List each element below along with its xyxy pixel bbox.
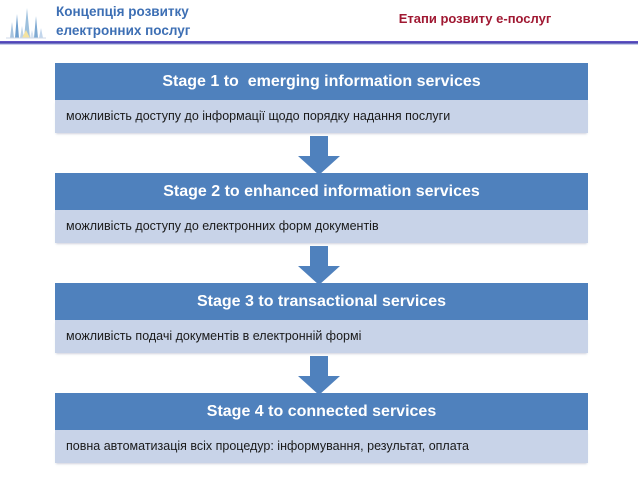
brand-title-line-2: електронних послуг [56, 23, 191, 38]
header-divider [0, 41, 638, 44]
stage-description-3: можливість подачі документів в електронн… [55, 320, 588, 353]
stage-description-1: можливість доступу до інформації щодо по… [55, 100, 588, 133]
brand-title-line-1: Концепція розвитку [56, 4, 189, 19]
stage-block-3: Stage 3 to transactional services можлив… [55, 283, 588, 353]
stage-block-1: Stage 1 to emerging information services… [55, 63, 588, 133]
arrow-down-icon [297, 136, 341, 176]
arrow-down-icon [297, 246, 341, 286]
stage-description-4: повна автоматизація всіх процедур: інфор… [55, 430, 588, 463]
stage-block-4: Stage 4 to connected services повна авто… [55, 393, 588, 463]
arrow-down-icon [297, 356, 341, 396]
brand-title: Концепція розвитку електронних послуг [56, 2, 316, 40]
chart-bars-logo-icon [6, 4, 46, 40]
stage-title-3: Stage 3 to transactional services [55, 283, 588, 320]
stage-title-4: Stage 4 to connected services [55, 393, 588, 430]
slide-header: Концепція розвитку електронних послуг Ет… [0, 0, 638, 45]
stage-title-2: Stage 2 to enhanced information services [55, 173, 588, 210]
header-divider-shadow [0, 44, 638, 45]
slide-title: Етапи розвиту е-послуг [398, 11, 552, 26]
stage-block-2: Stage 2 to enhanced information services… [55, 173, 588, 243]
stage-description-2: можливість доступу до електронних форм д… [55, 210, 588, 243]
stage-title-1: Stage 1 to emerging information services [55, 63, 588, 100]
